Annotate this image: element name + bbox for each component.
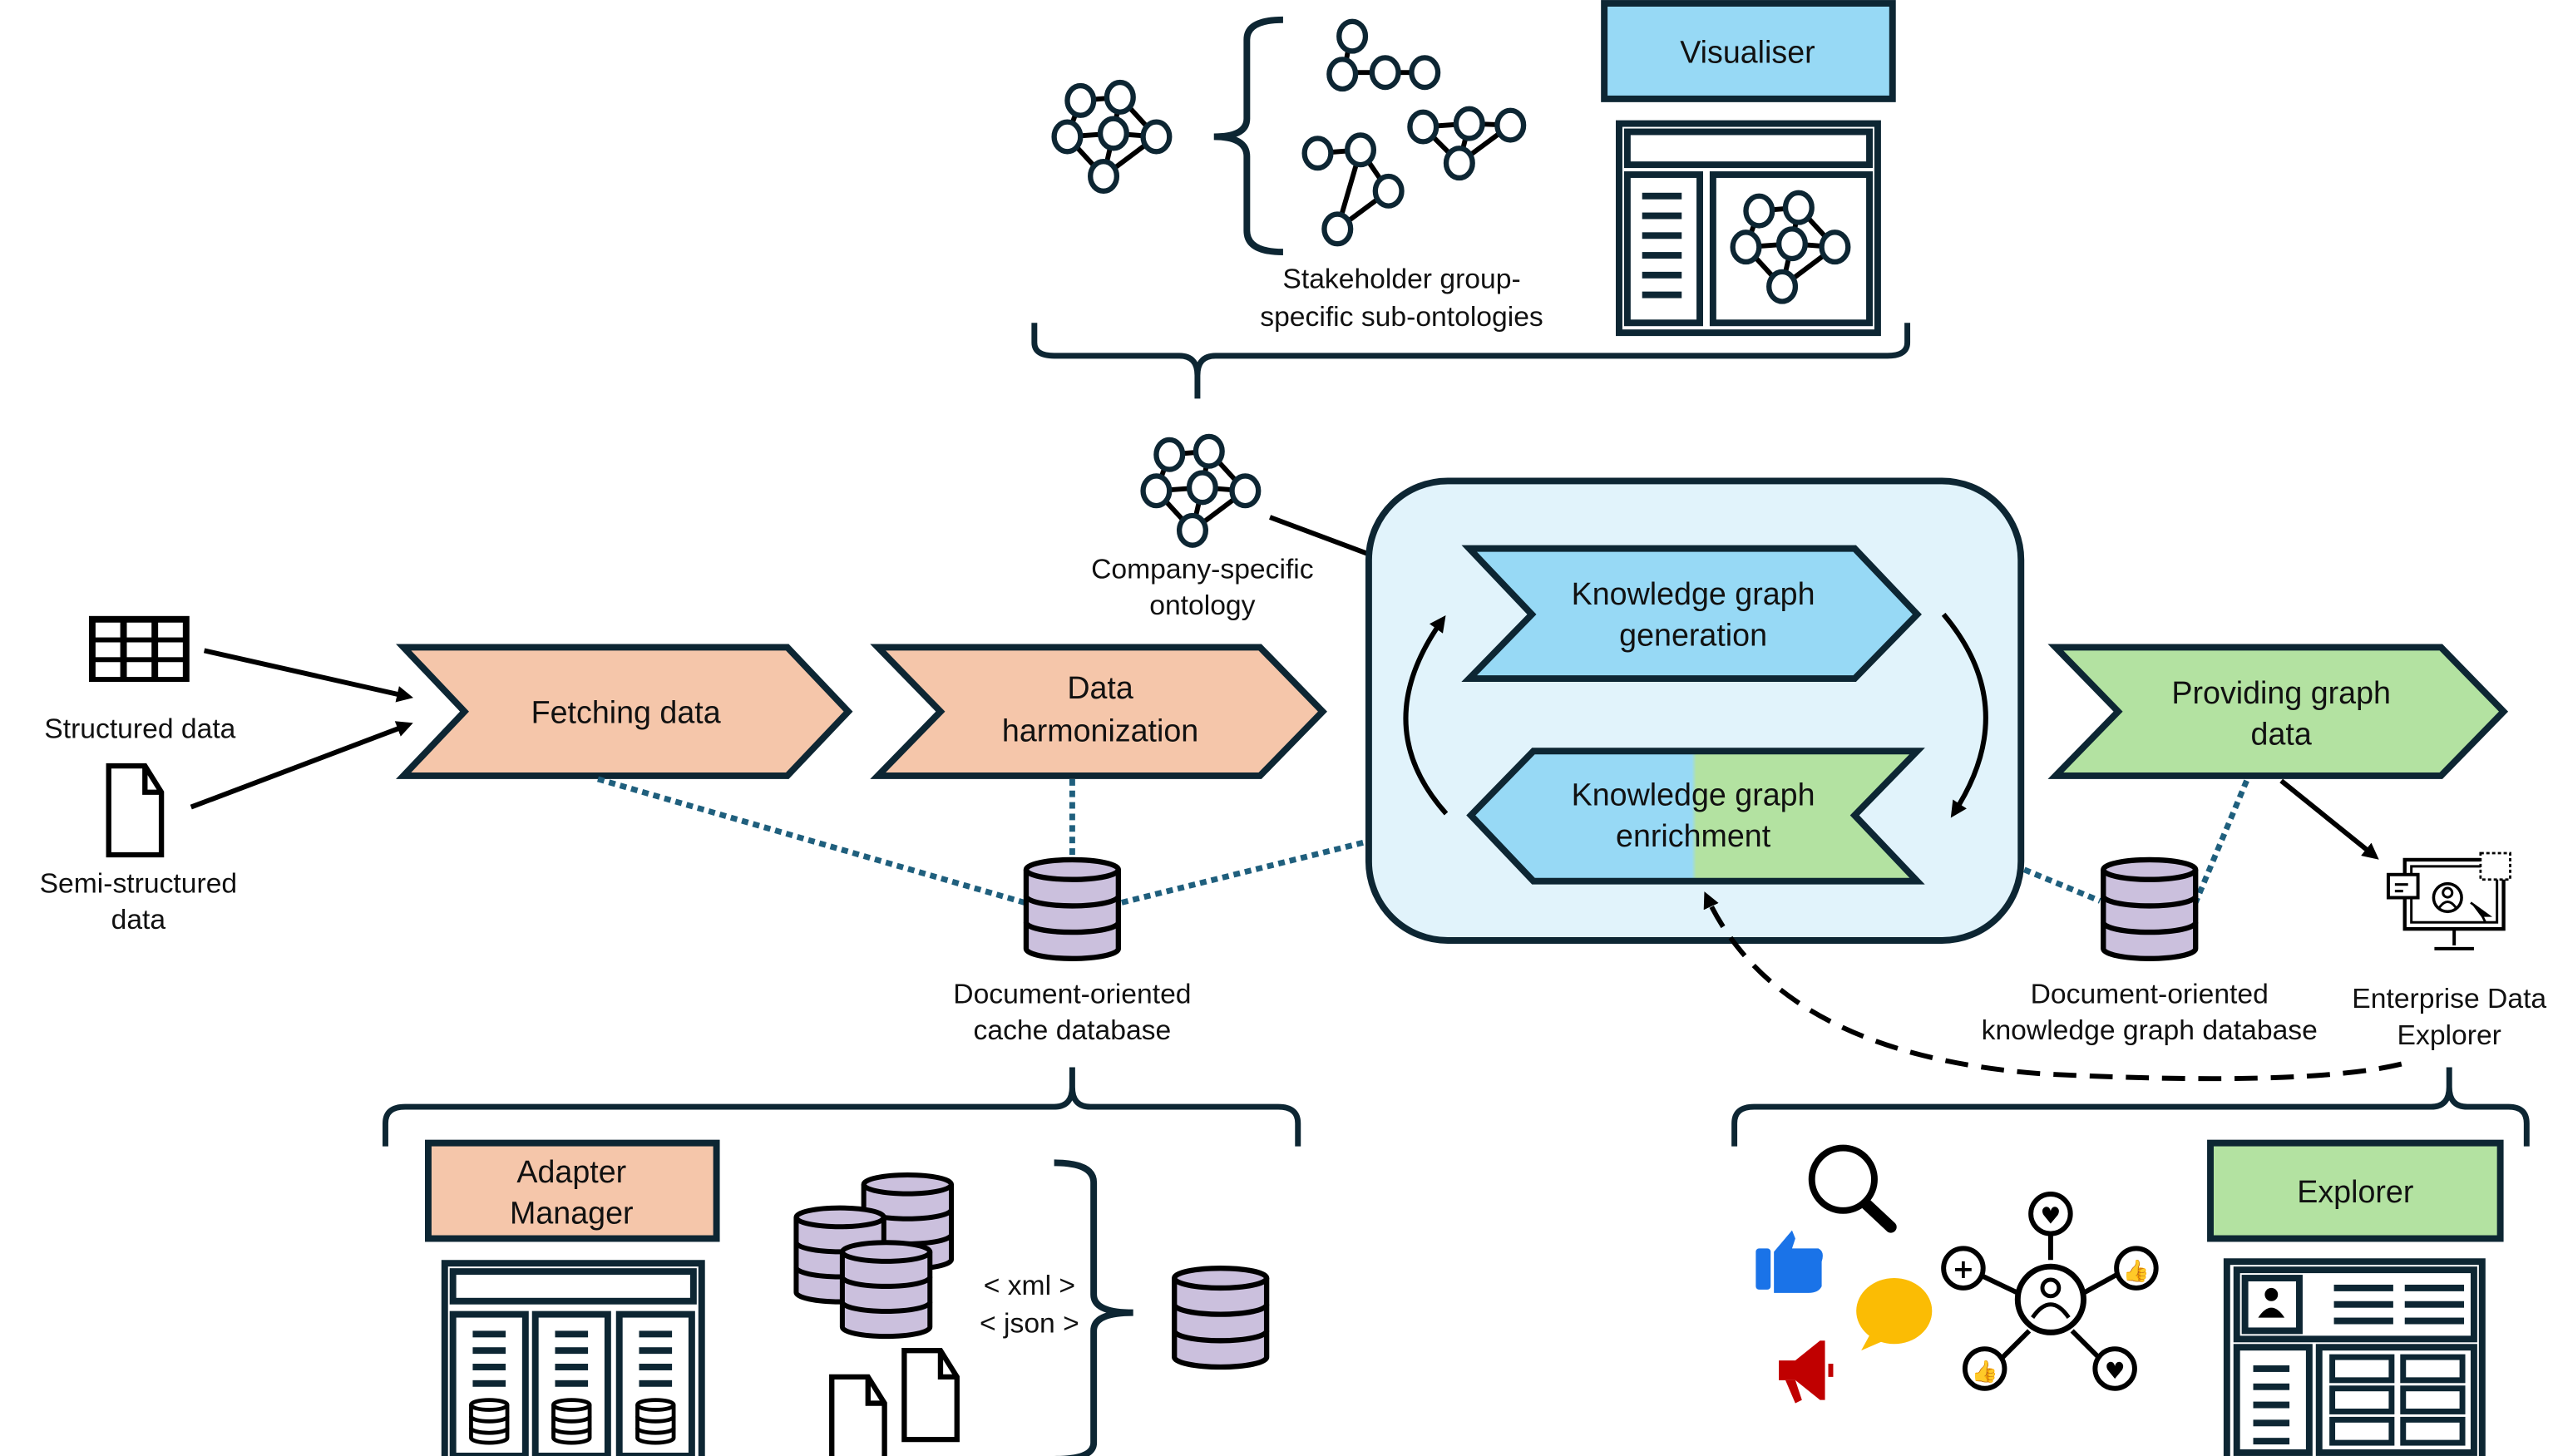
- explorer-target-label-line2: Explorer: [2397, 1020, 2501, 1051]
- svg-text:♥: ♥: [2105, 1357, 2126, 1384]
- step-data-harmonization: Data harmonization: [870, 644, 1327, 779]
- kg-db-label-line2: knowledge graph database: [1982, 1015, 2318, 1046]
- company-ontology-label-line1: Company-specific: [1091, 554, 1313, 585]
- enrichment-label-line2: enrichment: [1616, 818, 1771, 853]
- enterprise-data-explorer-icon: [2386, 851, 2511, 950]
- cache-db-label-line1: Document-oriented: [953, 979, 1191, 1009]
- generation-to-enrichment-loop-arrow: [1941, 612, 1988, 818]
- adapter-label-line2: Manager: [510, 1196, 633, 1231]
- source-document-icon-2: [832, 1377, 884, 1456]
- adapter-manager-component: Adapter Manager: [425, 1139, 720, 1242]
- megaphone-icon: [1779, 1340, 1834, 1404]
- visualiser-box: [1601, 0, 1896, 102]
- sub-ontologies-label-line2: specific sub-ontologies: [1260, 302, 1543, 333]
- bottom-right-brace: [1731, 1067, 2530, 1147]
- enrichment-label-line1: Knowledge graph: [1572, 777, 1815, 812]
- sub-ontology-icon-3: [1407, 106, 1527, 181]
- enrichment-to-generation-loop-arrow: [1403, 614, 1449, 816]
- adapter-manager-box: [425, 1139, 720, 1242]
- json-format-label: < json >: [980, 1308, 1079, 1339]
- feedback-dashed-arrow: [1703, 891, 2402, 1082]
- provide-to-explorer-arrow: [2279, 778, 2379, 860]
- master-ontology-icon: [1054, 82, 1170, 191]
- kg-cache-link: [1120, 838, 1368, 906]
- adapter-label-line1: Adapter: [516, 1154, 626, 1189]
- harmonization-label-line2: harmonization: [1002, 713, 1198, 748]
- fetch-cache-link: [597, 776, 1025, 906]
- semi-structured-label-line1: Semi-structured: [40, 869, 238, 900]
- harmonization-label-line1: Data: [1067, 670, 1133, 705]
- table-icon: [88, 615, 190, 683]
- visualiser-window-icon: [1616, 120, 1881, 337]
- merged-database-icon: [1174, 1268, 1267, 1367]
- providing-label-line2: data: [2251, 716, 2312, 751]
- sub-ontologies-label-line1: Stakeholder group-: [1282, 264, 1520, 295]
- cache-db-label-line2: cache database: [974, 1015, 1172, 1046]
- sub-ontology-icon-2: [1301, 132, 1405, 247]
- svg-text:👍: 👍: [1972, 1359, 1998, 1384]
- generation-label-line1: Knowledge graph: [1572, 576, 1815, 611]
- merge-bracket: [1054, 1159, 1133, 1456]
- explorer-component: Explorer: [2207, 1139, 2504, 1242]
- cache-database-icon: [1026, 860, 1118, 959]
- explorer-target-label-line1: Enterprise Data: [2352, 984, 2546, 1014]
- speech-bubble-icon: [1856, 1278, 1933, 1351]
- sub-ontology-icon-1: [1326, 18, 1441, 92]
- provide-db-link: [2193, 779, 2249, 904]
- providing-label-line1: Providing graph: [2171, 675, 2391, 710]
- adapter-db-icon-3: [638, 1400, 674, 1443]
- split-bracket: [1213, 16, 1283, 256]
- svg-text:+: +: [1953, 1255, 1975, 1285]
- company-ontology-label-line2: ontology: [1149, 590, 1255, 621]
- fetching-label: Fetching data: [531, 695, 721, 730]
- kg-db-link: [2022, 866, 2101, 904]
- explorer-window-icon: [2223, 1258, 2486, 1456]
- structured-arrow: [203, 648, 413, 703]
- semi-structured-label-line2: data: [111, 905, 166, 935]
- step-fetching-data: Fetching data: [396, 644, 853, 779]
- visualiser-component: Visualiser: [1601, 0, 1896, 337]
- source-document-icon-1: [904, 1350, 956, 1439]
- thumbs-up-icon: [1755, 1230, 1823, 1293]
- step-kg-enrichment: Knowledge graph enrichment: [1466, 748, 1925, 885]
- source-database-icon-3: [842, 1242, 930, 1336]
- visualiser-label: Visualiser: [1680, 34, 1815, 69]
- generation-label-line2: generation: [1619, 617, 1767, 652]
- svg-text:♥: ♥: [2040, 1202, 2061, 1230]
- semi-structured-arrow: [190, 721, 413, 810]
- adapter-db-icon-1: [471, 1400, 507, 1443]
- step-kg-generation: Knowledge graph generation: [1461, 545, 1922, 683]
- svg-text:👍: 👍: [2123, 1258, 2150, 1284]
- document-icon: [109, 766, 161, 855]
- adapter-db-icon-2: [553, 1400, 590, 1443]
- social-network-icon: ♥ + 👍 👍 ♥: [1941, 1192, 2159, 1391]
- company-ontology-icon: [1143, 437, 1259, 545]
- explorer-label: Explorer: [2297, 1174, 2413, 1209]
- magnifier-icon: [1808, 1144, 1897, 1233]
- kg-db-label-line1: Document-oriented: [2031, 979, 2269, 1009]
- kg-database-icon: [2103, 860, 2195, 959]
- xml-format-label: < xml >: [984, 1271, 1075, 1301]
- step-providing-graph-data: Providing graph data: [2047, 644, 2509, 779]
- explorer-box: [2207, 1139, 2504, 1242]
- top-brace: [1031, 323, 1911, 399]
- bottom-left-brace: [383, 1067, 1301, 1147]
- structured-data-label: Structured data: [44, 713, 235, 744]
- adapter-window-icon: [441, 1260, 705, 1456]
